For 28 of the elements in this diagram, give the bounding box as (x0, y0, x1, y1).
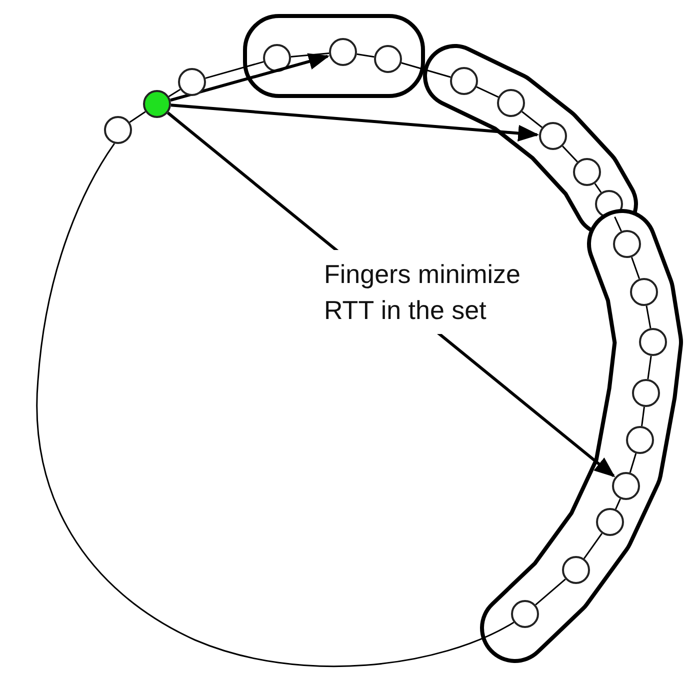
ring-segment (594, 183, 602, 193)
ring-segment (583, 533, 603, 559)
ring-node-circle (329, 38, 357, 66)
highlighted-node-circle (143, 90, 171, 118)
ring-segment (129, 111, 146, 123)
ring-segment (356, 53, 374, 58)
ring-segment (205, 61, 264, 79)
ring-segment (630, 256, 640, 280)
ring-segment (641, 406, 645, 426)
ring-segment (168, 88, 181, 98)
ring-segment (290, 52, 330, 58)
ring-segment (647, 356, 652, 380)
ring-segment (401, 62, 451, 78)
ring-arc (36, 143, 514, 667)
arrow (170, 104, 540, 142)
ring-segment (646, 306, 652, 328)
ring-segment (535, 578, 566, 606)
ring-segment (562, 146, 578, 162)
ring-node-circle (104, 116, 132, 144)
ring-segment (629, 453, 637, 473)
ring-segment (614, 216, 622, 232)
ring-node-circle (374, 45, 402, 73)
arrow (170, 53, 330, 102)
ring-segment (615, 498, 621, 510)
ring-node-circle (178, 68, 206, 96)
ring-node-circle (263, 44, 291, 72)
ring-segment (476, 86, 499, 98)
ring-segment (522, 111, 542, 128)
